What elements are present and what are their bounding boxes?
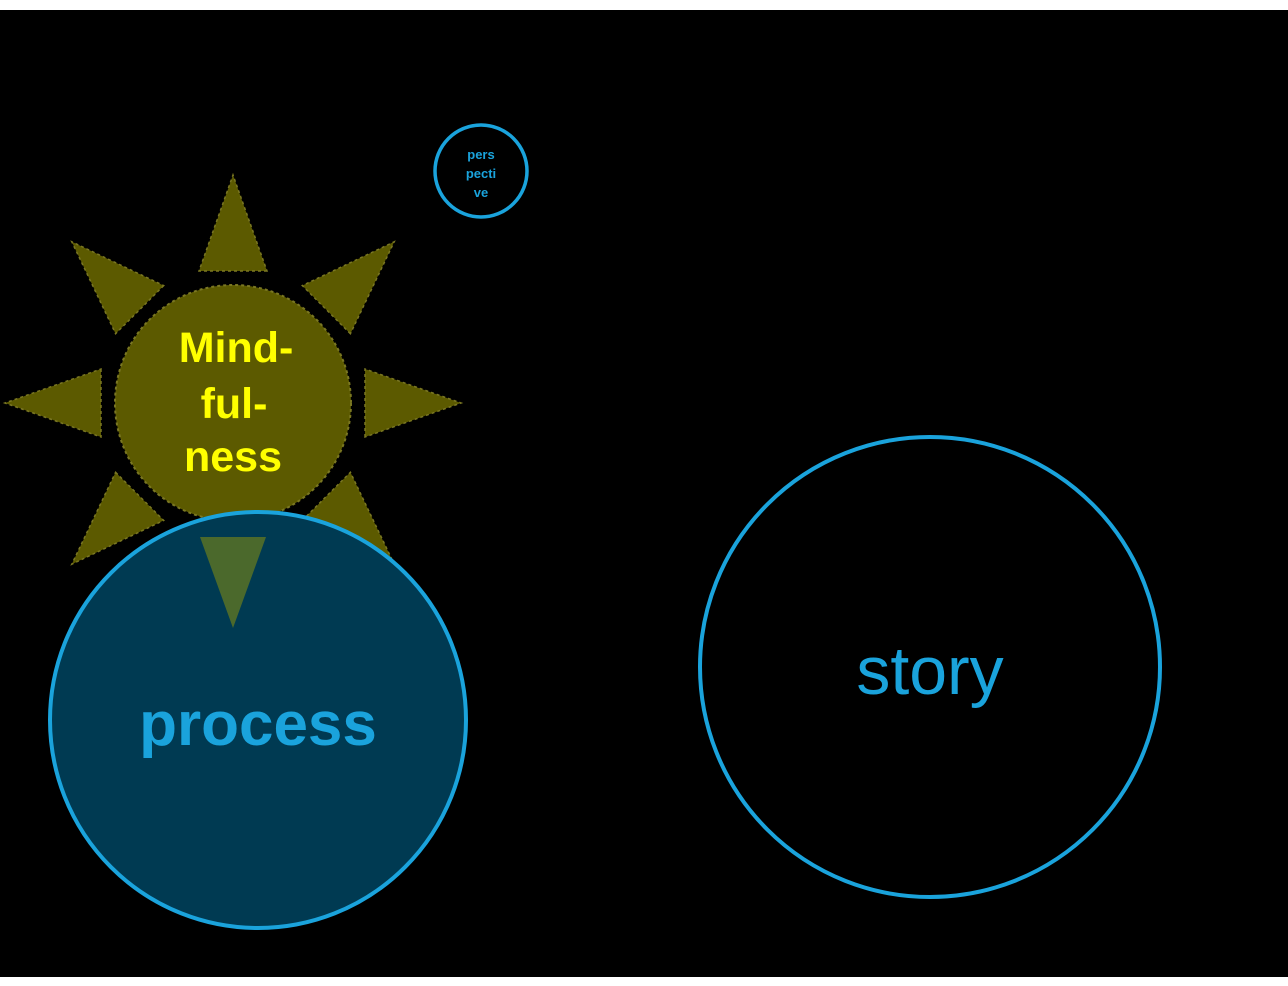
mindfulness-label-line1: Mind- — [179, 324, 294, 372]
mindfulness-label-line3: ness — [184, 433, 282, 481]
sun-ray-top-left — [70, 240, 165, 335]
process-circle — [48, 510, 468, 930]
sun-ray-bottom-right — [301, 471, 396, 566]
sun-ray-top-right — [301, 240, 396, 335]
story-circle — [698, 435, 1162, 899]
sun-ray-left — [2, 367, 102, 439]
story-node: story — [698, 435, 1162, 899]
perspective-label-line1: pers — [467, 147, 494, 162]
sun-ray-top — [197, 172, 269, 272]
perspective-node: pers pecti ve — [433, 123, 529, 219]
perspective-label-line3: ve — [474, 185, 488, 200]
perspective-circle — [433, 123, 529, 219]
mindfulness-sun: Mind- ful- ness — [2, 172, 464, 566]
sun-ray-bottom-left — [70, 471, 165, 566]
story-label: story — [856, 633, 1003, 709]
perspective-label-line2: pecti — [466, 166, 496, 181]
mindfulness-label-line2: ful- — [201, 380, 268, 428]
sun-ray-right — [364, 367, 464, 439]
process-label: process — [139, 690, 377, 759]
sun-rays — [2, 172, 464, 566]
sun-ray-bottom-overlay — [200, 537, 266, 628]
process-node: process — [48, 510, 468, 930]
mindfulness-circle — [114, 284, 352, 522]
